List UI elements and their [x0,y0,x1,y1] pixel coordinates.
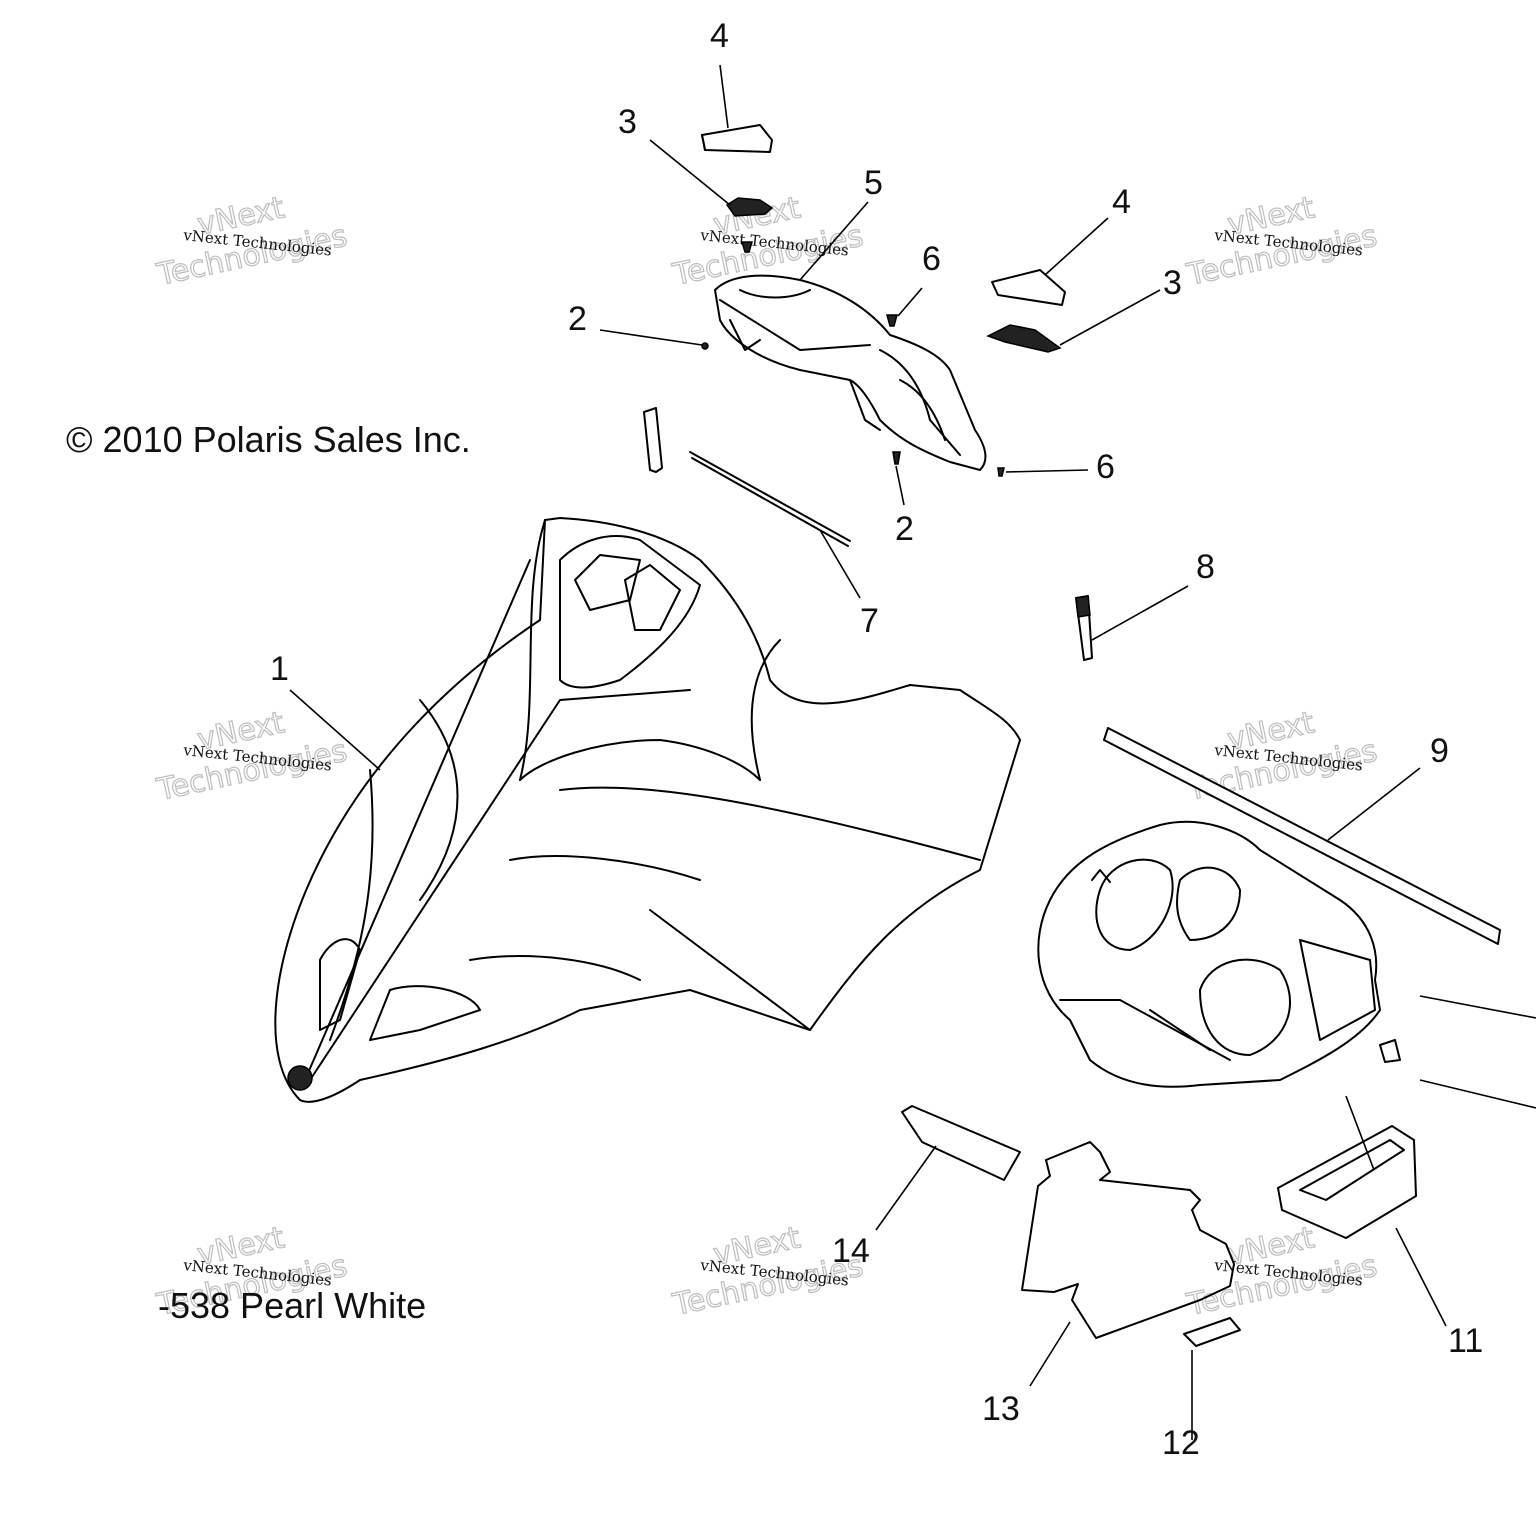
part-5-fastener-top [740,241,754,253]
callout-13: 13 [982,1390,1020,1428]
callout-12: 12 [1162,1424,1200,1462]
callout-2-left: 2 [568,300,587,338]
color-note-text: -538 Pearl White [158,1285,426,1326]
watermark-top-center: Technologies vNext vNext Technologies [669,190,867,294]
watermark-top-left: Technologies vNext vNext Technologies [153,190,351,294]
watermark-top-right: Technologies vNext vNext Technologies [1183,190,1381,294]
part-14-label [901,1105,1021,1181]
part-2-fastener-lower [892,451,901,465]
part-9-windshield-strip [1103,727,1501,945]
callout-6-lower: 6 [1096,448,1115,486]
watermark-mid-left: Technologies vNext vNext Technologies [153,705,351,809]
part-8-clip [1075,595,1093,661]
copyright-text: © 2010 Polaris Sales Inc. [66,419,471,460]
part-7-trim-strip [643,407,851,547]
part-3-bracket-upper [725,197,774,217]
part-3-bracket-right [986,324,1062,353]
part-13-insulation [1021,1141,1235,1339]
part-12-label [1183,1317,1241,1347]
part-11-bezel [1277,1125,1417,1239]
part-6-fastener-lower [997,467,1005,477]
leader-lines [289,64,1536,1440]
callout-4-upper: 4 [710,17,729,55]
part-2-fastener-left [701,342,709,350]
part-1-hood [274,517,1021,1103]
callout-5: 5 [864,164,883,202]
callout-9: 9 [1430,732,1449,770]
gauge-housing [1037,820,1401,1088]
callout-7: 7 [860,602,879,640]
callout-6-upper: 6 [922,240,941,278]
part-6-fastener-upper [886,314,898,327]
callout-1: 1 [270,650,289,688]
callout-2-lower: 2 [895,510,914,548]
callout-14: 14 [832,1232,870,1270]
callout-3-right: 3 [1163,264,1182,302]
part-4-pad-upper [701,124,773,153]
callout-4-right: 4 [1112,183,1131,221]
callout-3-upper: 3 [618,103,637,141]
part-4-pad-right [991,269,1066,306]
callout-11: 11 [1448,1322,1483,1360]
callout-8: 8 [1196,548,1215,586]
part-5-dash-panel [714,274,987,471]
